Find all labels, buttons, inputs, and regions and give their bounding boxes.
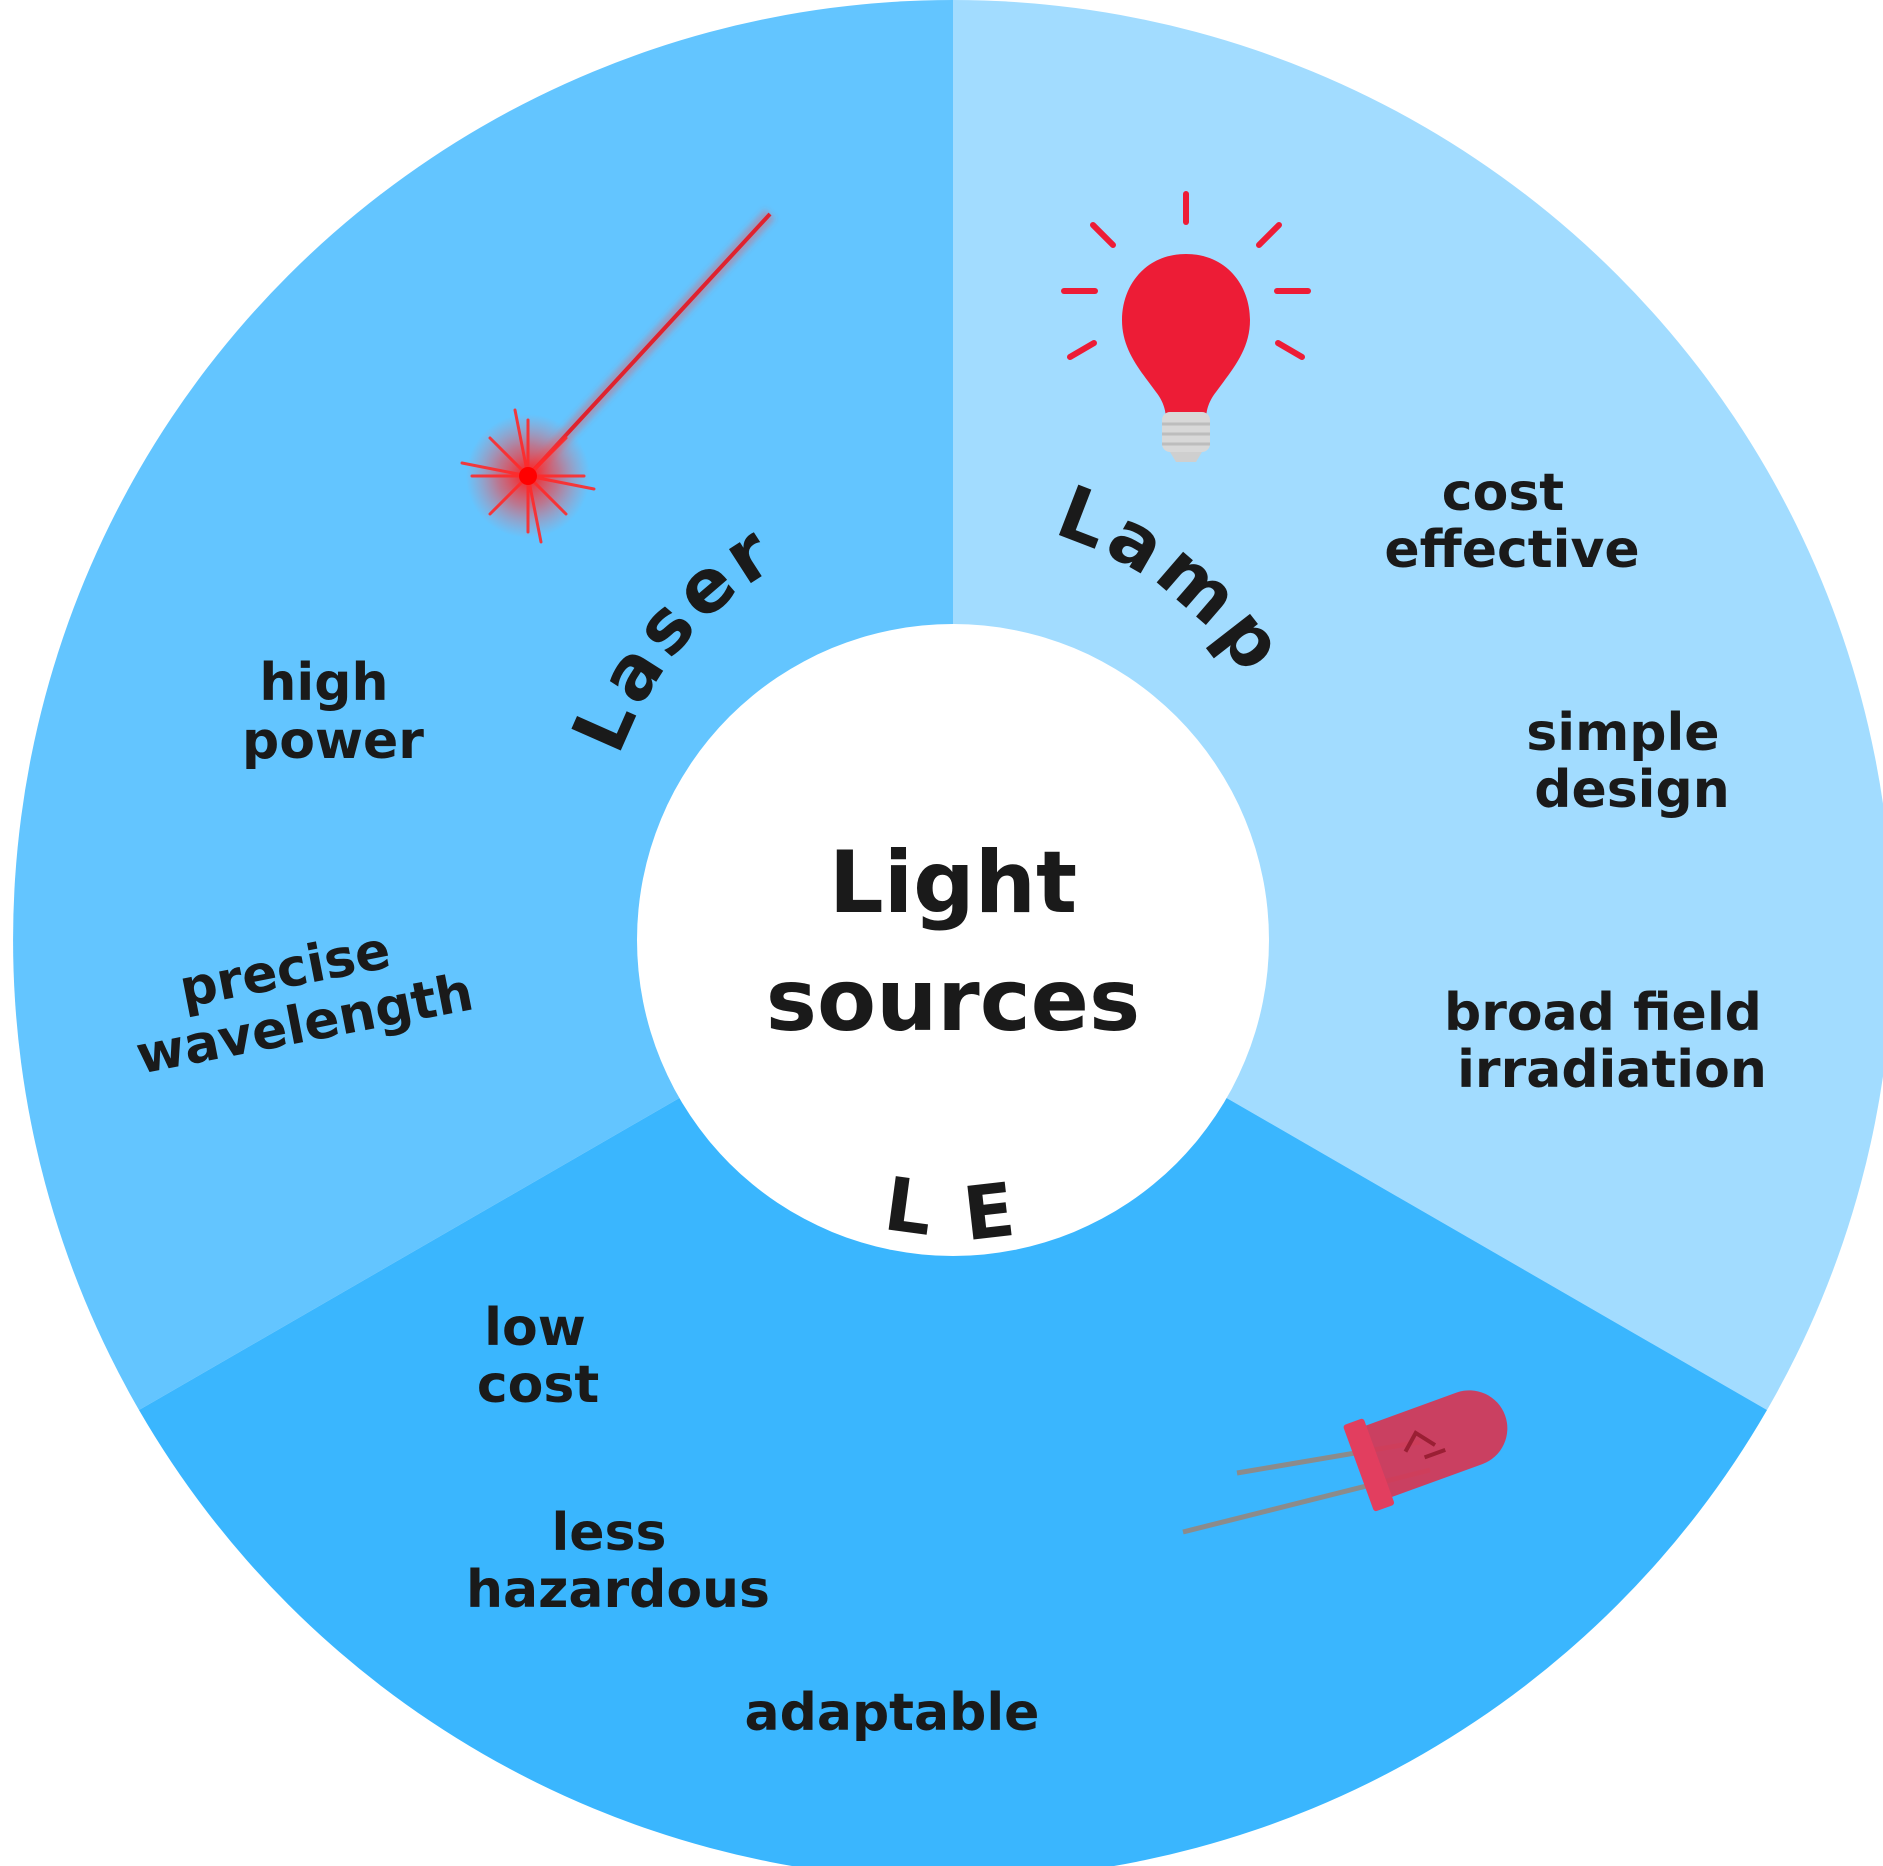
- feature-laser-1: high power: [242, 653, 424, 771]
- feature-led-3: adaptable: [745, 1683, 1040, 1743]
- center-title-line2: sources: [766, 951, 1140, 1051]
- feature-lamp-3: broad field irradiation: [1444, 983, 1780, 1100]
- feature-lamp-2: simple design: [1526, 703, 1737, 820]
- feature-led-1: low cost: [477, 1298, 604, 1415]
- laser-beam-icon: [460, 209, 776, 544]
- led-diode-icon: [1182, 1390, 1508, 1535]
- center-title-line1: Light: [829, 833, 1077, 933]
- center-circle: [637, 624, 1269, 1256]
- feature-led-2: less hazardous: [466, 1503, 770, 1620]
- segment-led: [139, 940, 1767, 1866]
- light-bulb-icon: [1061, 191, 1311, 462]
- feature-lamp-1: cost effective: [1384, 463, 1639, 580]
